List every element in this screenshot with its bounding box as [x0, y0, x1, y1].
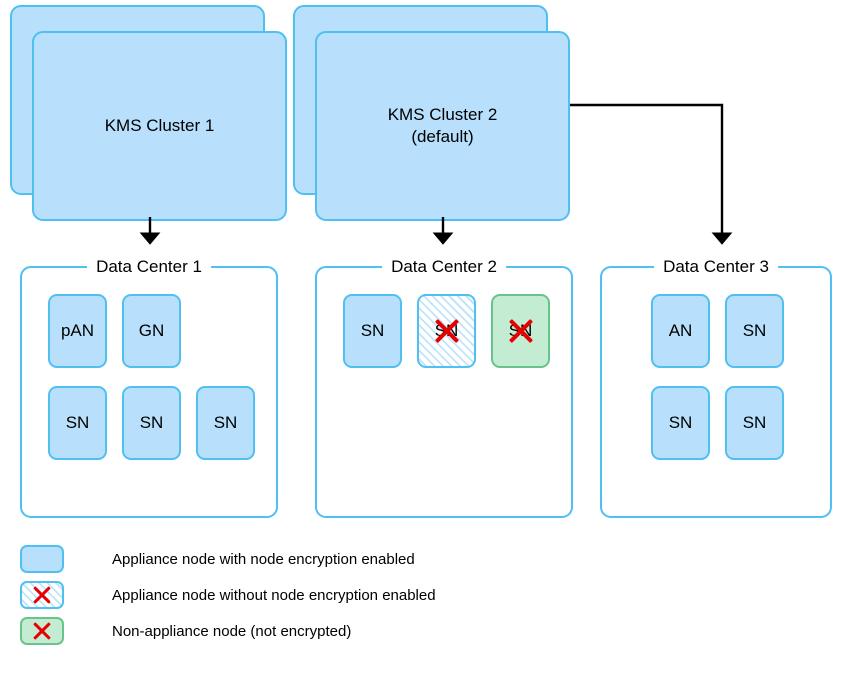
legend-label: Appliance node with node encryption enab…: [112, 550, 415, 568]
red-x-icon: [31, 620, 53, 642]
node-label: SN: [668, 413, 693, 432]
legend-label: Non-appliance node (not encrypted): [112, 622, 352, 640]
data-center-3-nodes: AN SN SN SN: [602, 294, 830, 478]
node-row: AN SN: [602, 294, 830, 368]
data-center-1[interactable]: Data Center 1 pAN GN SN SN SN: [20, 257, 278, 518]
legend-label: Appliance node without node encryption e…: [112, 586, 436, 604]
node-sn[interactable]: SN: [651, 386, 710, 460]
kms-cluster-2-stack[interactable]: KMS Cluster 2 (default): [293, 5, 573, 225]
node-gn[interactable]: GN: [122, 294, 181, 368]
data-center-2-nodes: SN SN SN: [317, 294, 571, 386]
node-label: AN: [668, 321, 693, 340]
node-row: SN SN: [602, 386, 830, 460]
legend-swatch-appliance-encrypted: [20, 545, 64, 573]
data-center-2[interactable]: Data Center 2 SN SN SN: [315, 257, 573, 518]
red-x-icon: [506, 316, 536, 346]
node-label: SN: [360, 321, 385, 340]
node-label: SN: [742, 321, 767, 340]
data-center-3[interactable]: Data Center 3 AN SN SN SN: [600, 257, 832, 518]
node-sn[interactable]: SN: [196, 386, 255, 460]
legend-swatch-non-appliance: [20, 617, 64, 645]
node-label: GN: [138, 321, 165, 340]
arrow-kms2-to-dc3: [570, 103, 733, 245]
red-x-icon: [31, 584, 53, 606]
data-center-1-nodes: pAN GN SN SN SN: [22, 294, 276, 478]
legend: Appliance node with node encryption enab…: [20, 541, 436, 649]
legend-row-appliance-unencrypted: Appliance node without node encryption e…: [20, 577, 436, 613]
node-sn[interactable]: SN: [725, 386, 784, 460]
node-label: pAN: [60, 321, 95, 340]
kms-cluster-1-card-front[interactable]: KMS Cluster 1: [32, 31, 287, 221]
legend-swatch-appliance-unencrypted: [20, 581, 64, 609]
node-sn[interactable]: SN: [48, 386, 107, 460]
node-label: SN: [65, 413, 90, 432]
kms-cluster-2-card-front[interactable]: KMS Cluster 2 (default): [315, 31, 570, 221]
kms-cluster-2-label-line1: KMS Cluster 2: [387, 104, 498, 124]
node-sn[interactable]: SN: [343, 294, 402, 368]
kms-cluster-1-stack[interactable]: KMS Cluster 1: [10, 5, 290, 225]
node-row: SN SN SN: [317, 294, 571, 368]
data-center-2-title: Data Center 2: [382, 257, 506, 277]
node-sn-non-appliance[interactable]: SN: [491, 294, 550, 368]
node-label: SN: [742, 413, 767, 432]
red-x-icon: [432, 316, 462, 346]
node-an[interactable]: AN: [651, 294, 710, 368]
legend-row-non-appliance: Non-appliance node (not encrypted): [20, 613, 436, 649]
node-sn-unencrypted[interactable]: SN: [417, 294, 476, 368]
node-row: SN SN SN: [22, 386, 276, 460]
node-pan[interactable]: pAN: [48, 294, 107, 368]
legend-row-appliance-encrypted: Appliance node with node encryption enab…: [20, 541, 436, 577]
node-label: SN: [213, 413, 238, 432]
node-sn[interactable]: SN: [725, 294, 784, 368]
data-center-1-title: Data Center 1: [87, 257, 211, 277]
data-center-3-title: Data Center 3: [654, 257, 778, 277]
node-row: pAN GN: [22, 294, 276, 368]
node-sn[interactable]: SN: [122, 386, 181, 460]
kms-cluster-1-label-line1: KMS Cluster 1: [104, 115, 215, 135]
node-label: SN: [139, 413, 164, 432]
kms-cluster-2-label-line2: (default): [411, 127, 474, 146]
